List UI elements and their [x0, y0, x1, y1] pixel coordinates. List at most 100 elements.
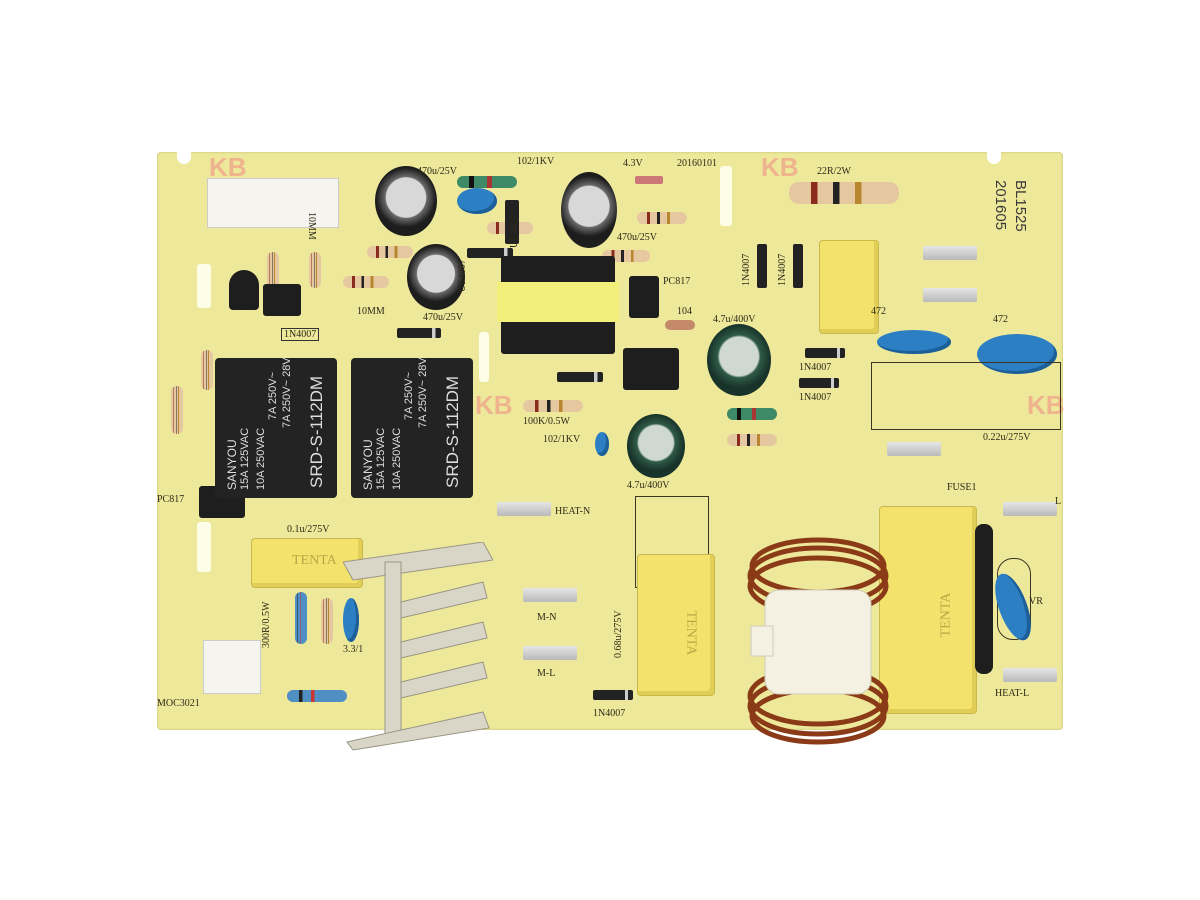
silk-label: FUSE1: [947, 482, 977, 493]
board-slot: [197, 264, 211, 308]
silk-label: 470u/25V: [617, 232, 657, 243]
board-notch: [177, 152, 191, 164]
y-capacitor: [877, 330, 951, 354]
wire-connector[interactable]: [207, 178, 339, 228]
silk-label: 1N4007: [593, 708, 626, 719]
silk-label: 0.22u/275V: [983, 432, 1031, 443]
board-slot: [479, 332, 489, 382]
heatsink: [343, 542, 493, 751]
board-slot: [720, 166, 732, 226]
electrolytic-capacitor: [375, 166, 437, 236]
silk-label: 472: [871, 306, 886, 317]
resistor: [287, 690, 347, 702]
resistor: [523, 400, 583, 412]
board-notch: [987, 152, 1001, 164]
x-capacitor: TENTA: [879, 506, 977, 714]
diode: [793, 244, 803, 288]
diode: [467, 248, 513, 258]
silk-label: 10MM: [357, 306, 385, 317]
silk-label: 4.7u/400V: [627, 480, 670, 491]
heat-n-terminal[interactable]: [497, 502, 551, 516]
controller-ic: [623, 348, 679, 390]
zener-diode: [635, 176, 663, 184]
resistor: [367, 246, 413, 258]
relay: SANYOU 15A 125VAC 10A 250VAC 7A 250V~ 7A…: [215, 357, 337, 498]
board-model: BL1525: [1012, 180, 1029, 232]
spade-terminal[interactable]: [923, 288, 977, 302]
xcap-footprint: [871, 362, 1061, 430]
silk-label: HEAT-N: [555, 506, 591, 517]
silk-label: 10MM: [306, 212, 317, 240]
optocoupler: [629, 276, 659, 318]
silk-label: PC817: [663, 276, 691, 287]
diode: [805, 348, 845, 358]
silk-label: 4.7u/400V: [713, 314, 756, 325]
board-slot: [197, 522, 211, 572]
ceramic-capacitor: [595, 432, 609, 456]
resistor: [295, 592, 307, 644]
corner-mark: KB: [475, 390, 513, 420]
board-date-code: 201605: [992, 180, 1009, 231]
moc-optotriac: [203, 640, 261, 694]
spade-terminal[interactable]: [887, 442, 941, 456]
diode: [593, 690, 633, 700]
silk-label: UF4007: [457, 259, 468, 292]
transformer-core: [497, 282, 619, 322]
silk-label: PC817: [157, 494, 185, 505]
transistor: [229, 270, 259, 310]
silk-label: 470u/25V: [423, 312, 463, 323]
m-n-terminal[interactable]: [523, 588, 577, 602]
silk-label: 4.3V: [623, 158, 643, 169]
x-capacitor: TENTA: [637, 554, 715, 696]
silk-label: UF4007: [509, 215, 520, 248]
resistor: [321, 598, 333, 644]
silk-label: 1N4007: [799, 392, 832, 403]
resistor: [343, 276, 389, 288]
corner-mark: KB: [209, 152, 247, 182]
power-resistor: [789, 182, 899, 204]
ceramic-capacitor: [665, 320, 695, 330]
diode: [557, 372, 603, 382]
x-capacitor: [819, 240, 879, 334]
spade-terminal[interactable]: [923, 246, 977, 260]
resistor: [201, 350, 213, 390]
corner-mark: KB: [761, 152, 799, 182]
resistor: [727, 434, 777, 446]
silk-label: 102/1KV: [543, 434, 581, 445]
l-terminal[interactable]: [1003, 502, 1057, 516]
silk-label: 1N4007: [281, 328, 320, 341]
transistor: [263, 284, 301, 316]
fuse: [975, 524, 993, 674]
m-l-terminal[interactable]: [523, 646, 577, 660]
silk-label: 102/1KV: [517, 156, 555, 167]
silk-label: 0.1u/275V: [287, 524, 330, 535]
silk-label: 1N4007: [741, 253, 752, 286]
corner-mark: KB: [1027, 390, 1065, 420]
silk-label: HEAT-L: [995, 688, 1030, 699]
electrolytic-capacitor: [627, 414, 685, 478]
silk-label: 1N4007: [777, 253, 788, 286]
electrolytic-capacitor: [707, 324, 771, 396]
ceramic-capacitor: [343, 598, 359, 642]
silk-label: 472: [993, 314, 1008, 325]
relay: SANYOU 15A 125VAC 10A 250VAC 7A 250V~ 7A…: [351, 357, 473, 498]
silk-label: M-N: [537, 612, 557, 623]
ceramic-capacitor: [457, 188, 497, 214]
electrolytic-capacitor: [407, 244, 465, 310]
resistor: [637, 212, 687, 224]
heat-l-terminal[interactable]: [1003, 668, 1057, 682]
silk-label: VR: [1029, 596, 1043, 607]
silk-label: 470u/25V: [417, 166, 457, 177]
diode: [757, 244, 767, 288]
resistor: [171, 386, 183, 434]
silk-label: 1N4007: [799, 362, 832, 373]
resistor: [309, 252, 321, 288]
electrolytic-capacitor: [561, 172, 617, 248]
silk-label: 300R/0.5W: [261, 601, 272, 648]
silk-label: 100K/0.5W: [523, 416, 570, 427]
silk-label: 22R/2W: [817, 166, 851, 177]
silk-label: 104: [677, 306, 692, 317]
silk-label: 3.3/1: [343, 644, 364, 655]
silk-label: M-L: [537, 668, 556, 679]
diode: [397, 328, 441, 338]
